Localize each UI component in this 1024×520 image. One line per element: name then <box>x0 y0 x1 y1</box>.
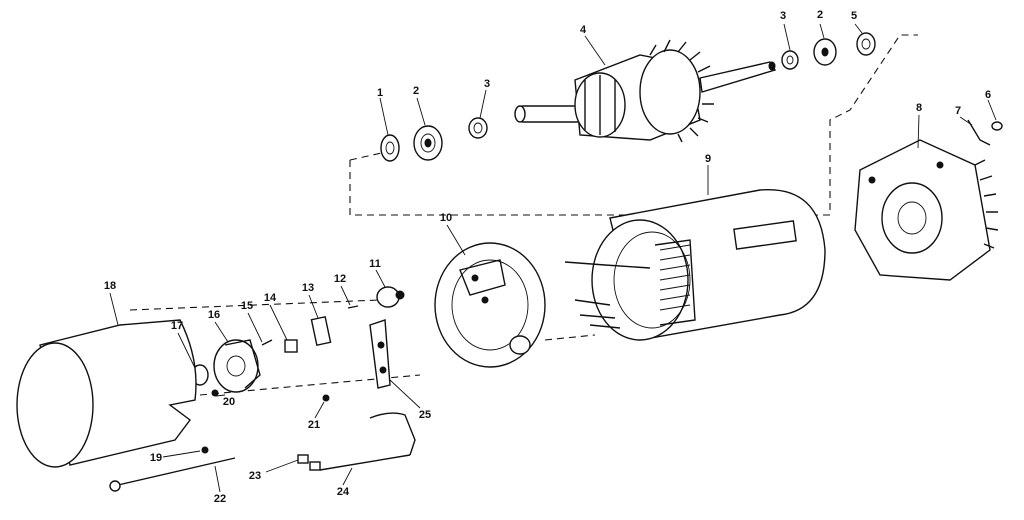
callout-10: 10 <box>439 212 453 224</box>
part-16-brush-holder <box>213 339 261 393</box>
part-13-brush <box>310 315 332 347</box>
part-21-screw <box>322 394 330 402</box>
part-25-bracket <box>369 319 391 389</box>
callout-13: 13 <box>301 282 315 294</box>
part-7-bracket <box>967 119 991 146</box>
callout-21: 21 <box>307 419 321 431</box>
callout-19: 19 <box>149 452 163 464</box>
callout-17: 17 <box>170 320 184 332</box>
callout-1: 1 <box>376 87 384 99</box>
part-10-end-frame <box>434 242 546 368</box>
callout-24: 24 <box>336 486 350 498</box>
callout-16: 16 <box>207 309 221 321</box>
callout-12: 12 <box>333 273 347 285</box>
part-23-terminal <box>297 454 321 471</box>
callout-6: 6 <box>984 89 992 101</box>
callout-18: 18 <box>103 280 117 292</box>
part-9-stator-housing <box>564 188 826 341</box>
part-14-spring <box>284 339 298 353</box>
part-12-screw <box>347 305 359 309</box>
part-8-end-housing <box>854 139 999 281</box>
part-1-retainer <box>380 134 400 162</box>
part-18-end-cover <box>16 319 197 468</box>
callout-11: 11 <box>369 258 381 270</box>
part-5-washer <box>856 32 876 56</box>
part-4-rotor <box>514 39 777 143</box>
callout-14: 14 <box>263 292 277 304</box>
part-19-screw <box>201 446 209 454</box>
callout-15: 15 <box>240 300 254 312</box>
part-3-nut <box>468 117 488 139</box>
part-2-bearing-right <box>813 38 837 66</box>
part-15-clip <box>261 339 273 346</box>
callout-3b: 3 <box>779 10 787 22</box>
part-3-nut-right <box>781 50 799 70</box>
callout-8: 8 <box>915 102 923 114</box>
leader-lines <box>109 23 997 493</box>
callout-22: 22 <box>213 493 227 505</box>
callout-3: 3 <box>483 78 491 90</box>
callout-20: 20 <box>222 396 236 408</box>
callout-25: 25 <box>418 409 432 421</box>
callout-9: 9 <box>704 153 712 165</box>
callout-4: 4 <box>579 24 587 36</box>
callout-2b: 2 <box>816 9 824 21</box>
callout-7: 7 <box>954 105 962 117</box>
part-20-nut <box>211 389 219 397</box>
callout-2: 2 <box>412 85 420 97</box>
part-24-lead <box>319 412 416 471</box>
part-2-bearing <box>413 125 443 161</box>
part-11-bushing <box>376 286 405 308</box>
callout-5: 5 <box>850 10 858 22</box>
part-22-through-bolt <box>109 457 236 492</box>
callout-23: 23 <box>248 470 262 482</box>
part-6-screw <box>991 121 1003 131</box>
